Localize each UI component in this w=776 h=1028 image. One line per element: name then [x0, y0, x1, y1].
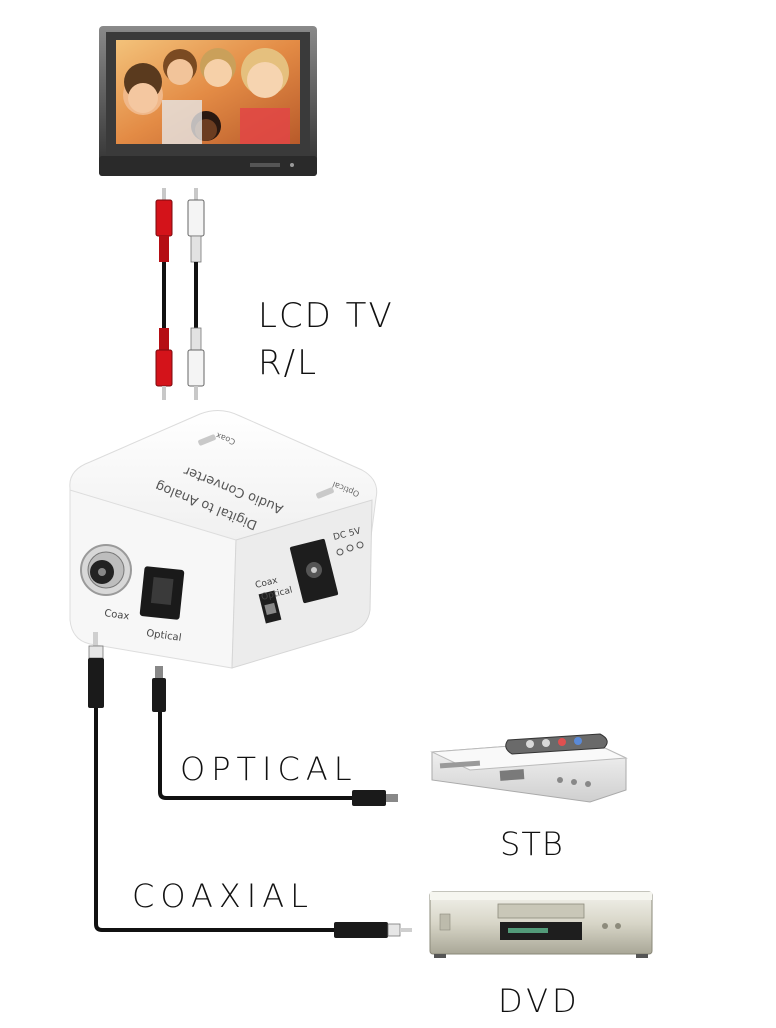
optical-label: OPTICAL	[180, 750, 358, 788]
dvd-player	[429, 891, 653, 958]
optical-cable	[152, 666, 398, 806]
lcd-tv	[99, 26, 317, 176]
tv-base	[99, 156, 317, 176]
tv-label: LCD TV	[258, 296, 394, 336]
converter-port-optical: Optical	[146, 628, 183, 644]
stb-label: STB	[500, 825, 564, 863]
dvd-label: DVD	[498, 982, 581, 1020]
coaxial-cable	[88, 632, 412, 938]
tv-channel-label: R/L	[258, 343, 319, 383]
audio-converter	[69, 410, 378, 669]
converter-port-coax: Coax	[104, 608, 131, 622]
set-top-box	[430, 733, 628, 803]
rca-cable	[155, 188, 205, 400]
coaxial-label: COAXIAL	[132, 877, 314, 915]
